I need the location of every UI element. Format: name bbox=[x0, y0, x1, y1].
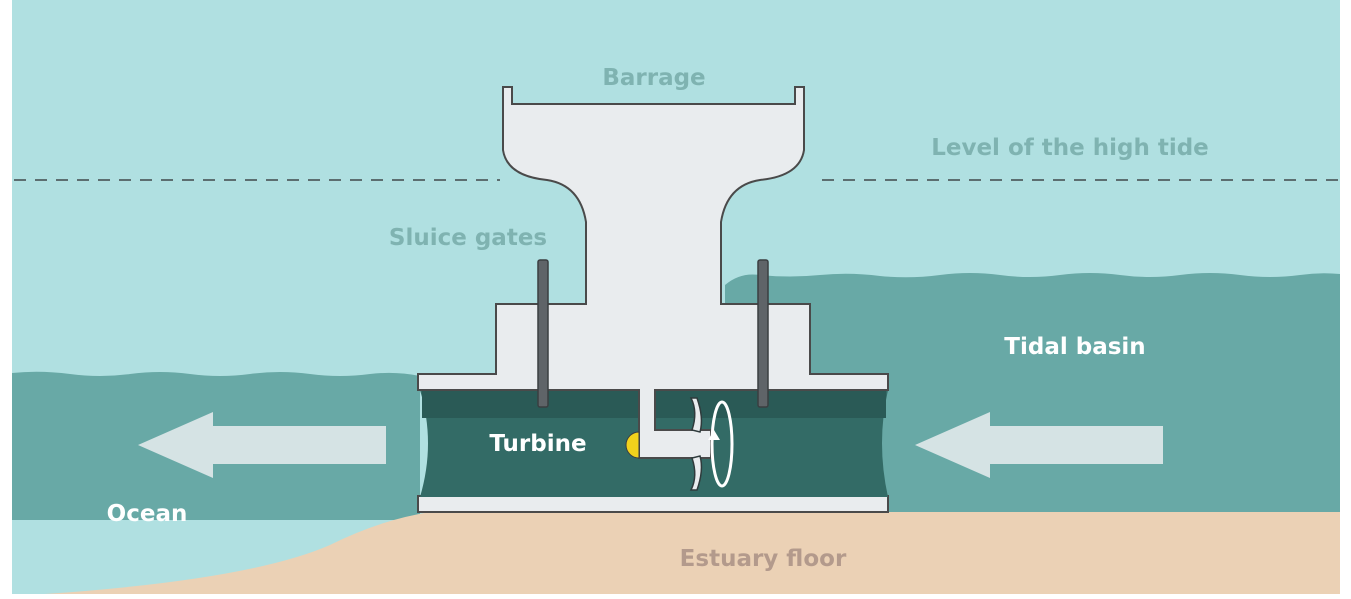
rotation-arrow-icon bbox=[710, 400, 734, 488]
flow-arrow-left-icon bbox=[915, 412, 1163, 478]
turbine-label: Turbine bbox=[489, 431, 586, 457]
tidal-basin-label: Tidal basin bbox=[1004, 334, 1145, 360]
sluice-gate-left bbox=[537, 259, 549, 408]
flow-arrow-left-icon bbox=[138, 412, 386, 478]
estuary-floor bbox=[45, 512, 1340, 594]
turbine-blade-icon bbox=[689, 397, 703, 491]
barrage-label: Barrage bbox=[602, 65, 705, 91]
rotation-arrowhead bbox=[708, 430, 720, 440]
sluice-gates-label: Sluice gates bbox=[389, 225, 547, 251]
estuary-floor-label: Estuary floor bbox=[680, 546, 847, 572]
sluice-gate-right bbox=[757, 259, 769, 408]
barrage-base-strip bbox=[417, 495, 889, 513]
barrage-structure bbox=[417, 86, 889, 459]
turbine-hub bbox=[625, 431, 640, 459]
high-tide-label: Level of the high tide bbox=[931, 135, 1209, 161]
ocean-label: Ocean bbox=[107, 501, 188, 527]
